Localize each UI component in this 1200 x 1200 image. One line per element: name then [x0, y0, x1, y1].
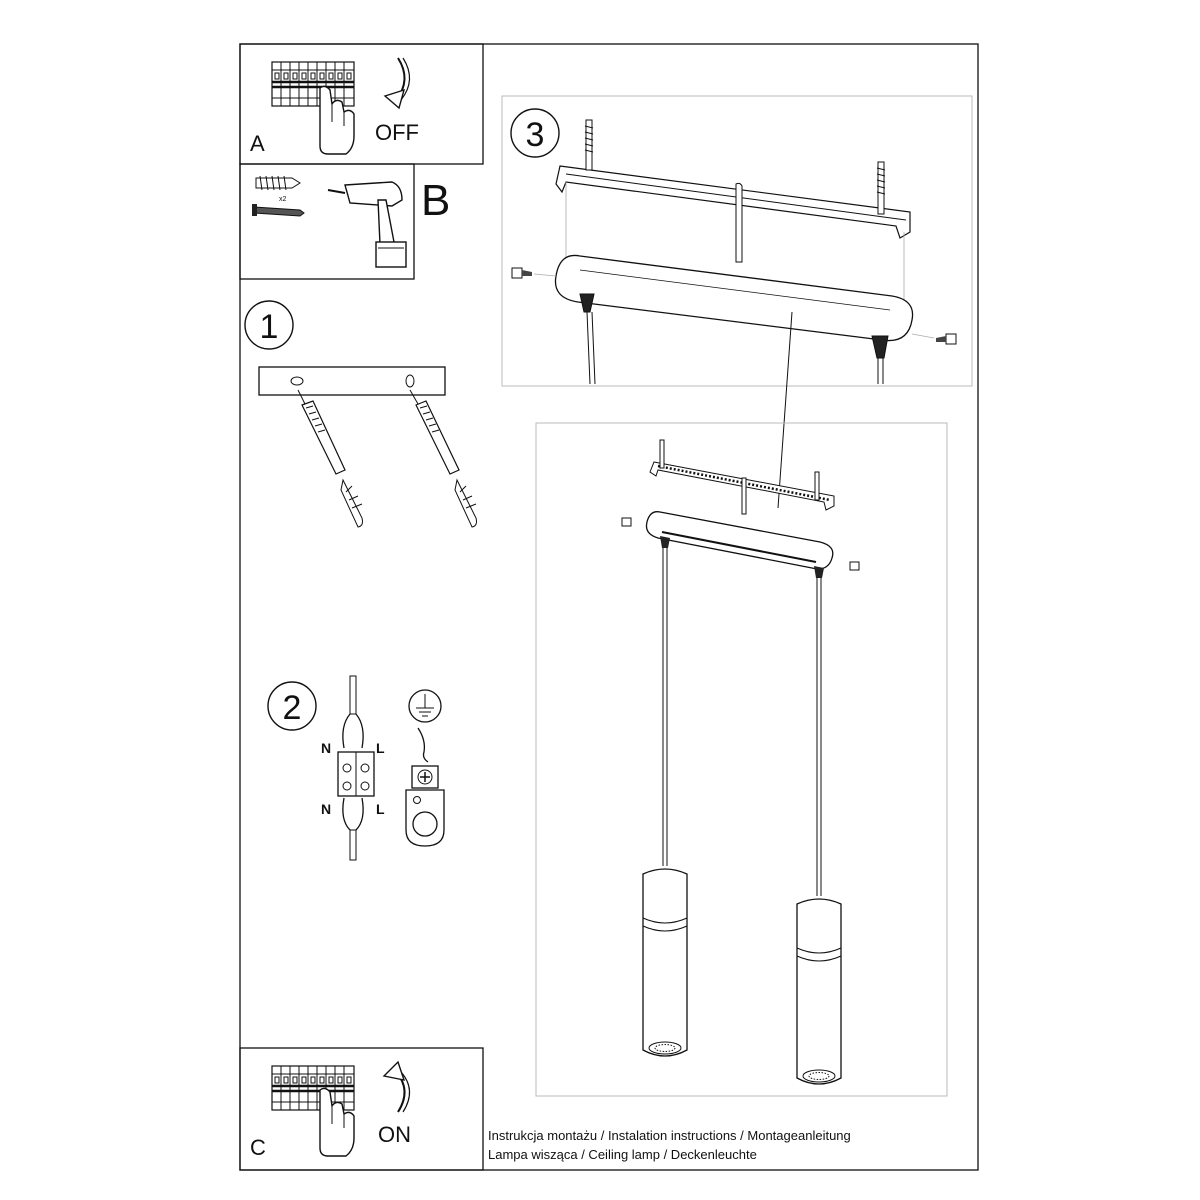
screw-icon [911, 333, 957, 345]
detail-leader-line [777, 311, 793, 509]
panel-b-letter: B [421, 176, 450, 225]
breaker-panel-icon [270, 60, 356, 108]
ground-icon [408, 689, 442, 723]
cable-gland [871, 335, 889, 384]
step-2-number: 2 [283, 689, 302, 727]
panel-b: x2 B [239, 163, 450, 280]
step-3-number: 3 [526, 116, 545, 154]
screw-icon [621, 517, 632, 527]
assembled-lamp-frame [535, 422, 948, 1097]
ground-terminal [405, 727, 445, 847]
step-1-badge [244, 300, 294, 350]
arrow-up-icon [382, 1060, 411, 1113]
suspension-cable [816, 578, 822, 896]
cable-gland [660, 536, 670, 548]
canopy [554, 254, 914, 342]
step-3-badge [510, 108, 560, 158]
step-2-badge [267, 681, 317, 731]
step-1: 1 [244, 300, 477, 528]
sheet-border [239, 43, 979, 1171]
supply-cable [741, 477, 747, 515]
terminal-l-label: L [376, 801, 385, 817]
step-3-detail-frame [501, 95, 973, 387]
step-3-detail: 3 [501, 95, 973, 509]
ceiling-bolt-icon [584, 119, 594, 171]
footer-title: Instrukcja montażu / Instalation instruc… [488, 1128, 851, 1143]
terminal-block [337, 675, 375, 861]
assembled-lamp [535, 422, 948, 1097]
drill-icon [327, 181, 407, 268]
ceiling-bolt-icon [659, 439, 665, 469]
supply-cable [735, 182, 743, 263]
ceiling-bolt-icon [814, 471, 820, 501]
terminal-l-label: L [376, 740, 385, 756]
pendant-tube [796, 898, 842, 1085]
on-label: ON [378, 1122, 411, 1147]
wall-plug-icon [297, 389, 363, 528]
panel-a: A OFF [239, 43, 484, 165]
canopy [645, 511, 834, 570]
quantity-label: x2 [279, 196, 287, 203]
terminal-n-label: N [321, 740, 331, 756]
panel-c-letter: C [250, 1135, 266, 1160]
cable-gland [814, 566, 824, 578]
wall-plug-icon [409, 389, 477, 528]
screw-icon [252, 204, 305, 217]
terminal-n-label: N [321, 801, 331, 817]
off-label: OFF [375, 120, 419, 145]
wall-plug-icon [255, 175, 301, 191]
arrow-down-icon [383, 57, 411, 110]
step-1-number: 1 [260, 308, 279, 346]
screw-icon [511, 267, 557, 279]
step-2: 2 N L N L [267, 675, 445, 861]
ceiling-mounting-bar [258, 366, 446, 396]
panel-a-letter: A [250, 131, 265, 156]
pendant-tube [642, 868, 688, 1057]
footer-subtitle: Lampa wisząca / Ceiling lamp / Deckenleu… [488, 1147, 757, 1162]
screw-icon [849, 561, 860, 571]
suspension-cable [662, 548, 668, 866]
panel-c: C ON [239, 1047, 484, 1171]
cable-gland [579, 293, 596, 385]
ceiling-bolt-icon [876, 161, 886, 215]
